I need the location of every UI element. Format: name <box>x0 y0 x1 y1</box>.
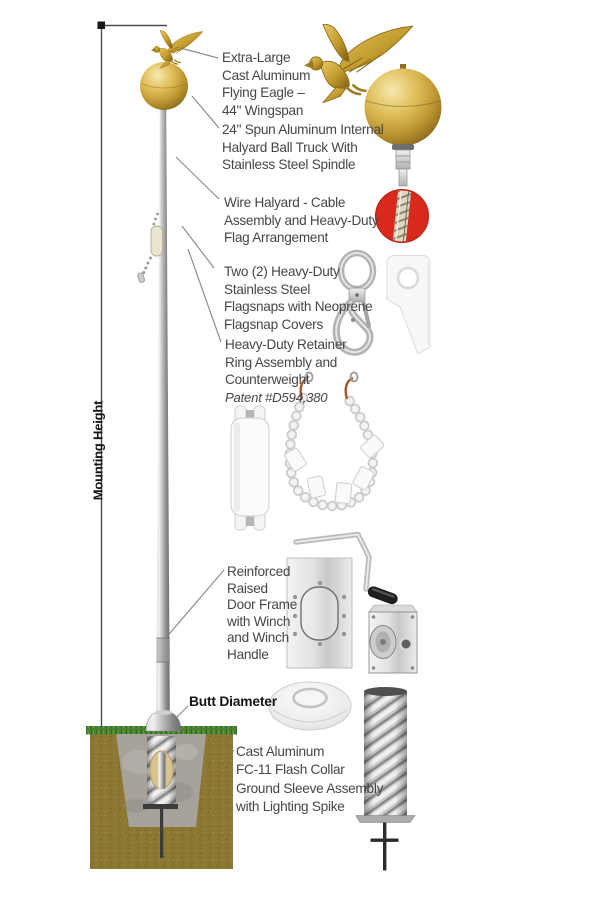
gold-ball-truck-image <box>364 64 442 187</box>
retainer-ring-image <box>284 371 385 512</box>
door-frame-image <box>286 557 353 669</box>
callout-retainer-ring: Heavy-Duty Retainer Ring Assembly and Co… <box>225 337 347 388</box>
flagsnap-cover-image <box>386 255 431 355</box>
pole-ball-finial <box>140 62 188 110</box>
mounting-height-measurement-line <box>97 21 167 733</box>
callout-wire-halyard: Wire Halyard - Cable Assembly and Heavy-… <box>224 195 379 246</box>
counterweight-image <box>230 405 270 531</box>
pole-flagsnap-and-chain <box>137 212 163 283</box>
callout-flash-collar: Cast Aluminum FC-11 Flash Collar <box>236 744 345 777</box>
callout-ground-sleeve: Ground Sleeve Assembly with Lighting Spi… <box>236 781 384 814</box>
ground-sleeve-image <box>355 687 416 871</box>
mounting-height-label: Mounting Height <box>90 400 106 501</box>
flagpole <box>145 107 182 732</box>
cable-closeup-image <box>375 189 429 243</box>
callout-ball-truck: 24" Spun Aluminum Internal Halyard Ball … <box>222 122 384 173</box>
winch-image <box>368 604 418 674</box>
callout-flying-eagle: Extra-Large Cast Aluminum Flying Eagle –… <box>222 50 311 118</box>
ground-cross-section <box>86 726 237 869</box>
callout-door-frame: Reinforced Raised Door Frame with Winch … <box>227 564 298 662</box>
retainer-patent-number: Patent #D594,380 <box>225 390 328 405</box>
callout-flagsnaps: Two (2) Heavy-Duty Stainless Steel Flags… <box>224 264 373 332</box>
flash-collar-image <box>268 681 352 731</box>
snap-hook-image <box>332 249 377 356</box>
winch-handle-image <box>293 531 398 605</box>
butt-diameter-label: Butt Diameter <box>189 694 277 709</box>
